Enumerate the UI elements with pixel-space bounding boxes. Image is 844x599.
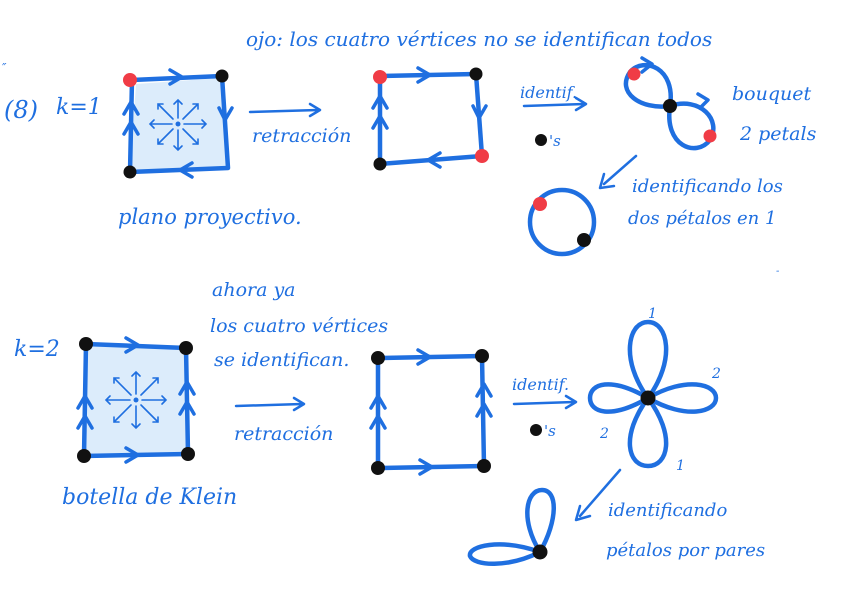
vertex-black: [123, 165, 137, 179]
klein-bottle-square: [76, 336, 196, 464]
case1-retraction-label: retracción: [252, 125, 351, 147]
case1-identify-label: identif.: [520, 83, 577, 102]
vertex-black: [215, 69, 229, 83]
vertex-black: [475, 349, 489, 363]
case2-row: k=2 ahora ya los cuatro vértices se iden…: [14, 279, 765, 566]
stray-mark: -: [776, 266, 780, 277]
vertex-black: [373, 157, 387, 171]
petal-label: 1: [676, 458, 685, 474]
vertex-black: [532, 544, 548, 560]
bouquet-label-1: bouquet: [732, 83, 811, 105]
case2-surface-label: botella de Klein: [62, 485, 237, 510]
petal-label: 2: [599, 426, 609, 442]
vertex-red: [475, 149, 489, 163]
vertex-red: [123, 73, 137, 87]
final-label-2: dos pétalos en 1: [628, 208, 776, 229]
header-note: ojo: los cuatro vértices no se identific…: [246, 27, 712, 51]
vertex-black: [663, 99, 677, 113]
identify-arrow: [512, 394, 578, 410]
vertex-red: [703, 129, 717, 143]
retraction-arrow: [248, 102, 322, 118]
case2-note-1: ahora ya: [212, 279, 296, 301]
case1-points-label: 's: [549, 132, 561, 150]
case2-note-2: los cuatro vértices: [210, 315, 388, 337]
points-dot: [535, 134, 547, 146]
case2-final-label-1: identificando: [608, 500, 727, 521]
bouquet-four-petals: [587, 319, 719, 469]
case2-points-label: 's: [544, 422, 556, 440]
vertex-black: [371, 351, 385, 365]
vertex-red: [533, 197, 547, 211]
petal-label: 1: [648, 306, 657, 322]
identify-arrow: [522, 96, 588, 112]
points-dot: [530, 424, 542, 436]
corner-mark: ″: [2, 61, 7, 75]
vertex-red: [373, 70, 387, 84]
vertex-black: [181, 447, 195, 461]
case1-surface-label: plano proyectivo.: [118, 205, 302, 229]
vertex-black: [640, 390, 656, 406]
vertex-black: [79, 337, 93, 351]
case1-k-label: k=1: [56, 95, 102, 120]
projective-plane-square: [122, 68, 234, 179]
case2-retraction-label: retracción: [234, 423, 333, 445]
vertex-black: [371, 461, 385, 475]
final-label-1: identificando los: [632, 176, 783, 197]
final-arrow: [598, 154, 638, 190]
final-arrow: [574, 468, 622, 522]
retraction-arrow: [234, 396, 306, 412]
case1-number: (8): [4, 96, 38, 124]
case1-square-boundary: [371, 66, 489, 171]
vertex-black: [179, 341, 193, 355]
case1-row: (8) k=1 plano proyectivo.: [4, 56, 817, 277]
bouquet-two-petals: [623, 56, 717, 151]
vertex-red: [627, 67, 641, 81]
vertex-black: [469, 67, 483, 81]
vertex-black: [77, 449, 91, 463]
vertex-black: [477, 459, 491, 473]
vertex-black: [577, 233, 591, 247]
case2-identify-label: identif.: [512, 375, 569, 394]
case2-final-label-2: pétalos por pares: [606, 540, 765, 561]
case2-note-3: se identifican.: [214, 349, 349, 371]
final-two-petals: [467, 487, 556, 566]
petal-label: 2: [711, 366, 721, 382]
final-circle: [527, 187, 597, 257]
case2-square-boundary: [369, 348, 493, 476]
case2-k-label: k=2: [14, 337, 60, 362]
bouquet-label-2: 2 petals: [739, 123, 817, 145]
